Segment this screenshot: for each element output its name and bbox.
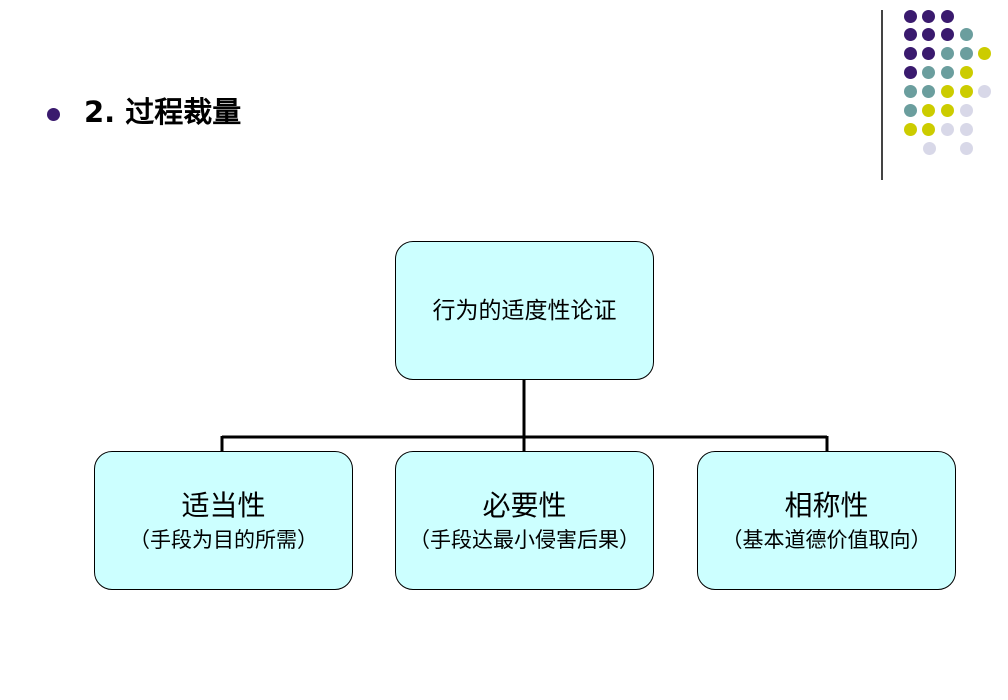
decorative-dot xyxy=(903,28,917,42)
child-node-appropriateness: 适当性 （手段为目的所需） xyxy=(94,451,353,590)
decorative-dot xyxy=(940,104,954,117)
decorative-dot xyxy=(922,85,936,99)
decorative-dot xyxy=(959,47,973,61)
root-node: 行为的适度性论证 xyxy=(395,241,654,380)
decorative-dot xyxy=(959,122,973,136)
decorative-divider xyxy=(881,10,883,180)
decorative-dot xyxy=(978,85,992,99)
decorative-dot xyxy=(940,47,954,61)
root-node-label: 行为的适度性论证 xyxy=(432,297,617,324)
child-node-proportionality: 相称性 （基本道德价值取向） xyxy=(697,451,956,590)
child-node-subtitle: （手段为目的所需） xyxy=(129,527,318,552)
bullet-dot xyxy=(47,108,60,121)
decorative-dot xyxy=(903,122,917,136)
decorative-dot xyxy=(903,104,917,117)
decorative-dot xyxy=(922,122,936,136)
decorative-dot xyxy=(940,9,954,23)
decorative-dot xyxy=(959,85,973,99)
decorative-dot xyxy=(922,141,936,155)
decorative-dot xyxy=(922,9,936,23)
decorative-dot xyxy=(940,122,954,136)
child-node-subtitle: （手段达最小侵害后果） xyxy=(409,527,640,552)
decorative-dot xyxy=(922,47,936,61)
slide-heading: 2. 过程裁量 xyxy=(84,95,242,129)
decorative-dot xyxy=(903,85,917,99)
decorative-dot xyxy=(959,104,973,117)
decorative-dot xyxy=(959,28,973,42)
decorative-dot xyxy=(903,9,917,23)
decorative-dot xyxy=(959,66,973,80)
decorative-dot xyxy=(922,104,936,117)
child-node-title: 适当性 xyxy=(181,488,266,522)
decorative-dot xyxy=(959,141,973,155)
child-node-necessity: 必要性 （手段达最小侵害后果） xyxy=(395,451,654,590)
child-node-subtitle: （基本道德价值取向） xyxy=(721,527,932,552)
decorative-dot xyxy=(903,66,917,80)
decorative-dot xyxy=(922,66,936,80)
child-node-title: 相称性 xyxy=(784,488,869,522)
decorative-dot xyxy=(903,47,917,61)
decorative-dot xyxy=(940,66,954,80)
decorative-dot xyxy=(922,28,936,42)
decorative-dot xyxy=(940,28,954,42)
child-node-title: 必要性 xyxy=(482,488,567,522)
decorative-dot xyxy=(940,85,954,99)
decorative-dot xyxy=(978,47,992,61)
